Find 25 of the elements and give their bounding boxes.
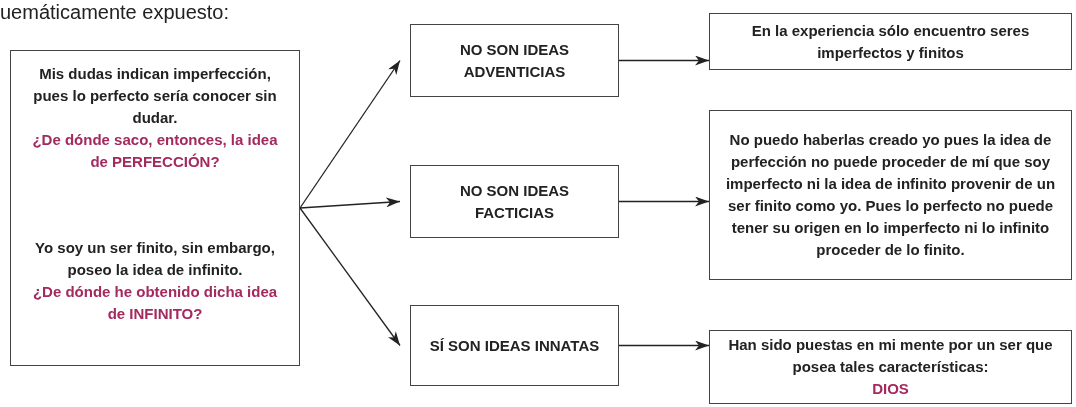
box-text: SÍ SON IDEAS INNATAS	[429, 335, 600, 356]
box-text: No puedo haberlas creado yo pues la idea de perfección no puede proceder de mí que soy imperfecto ni la idea de infinito provenir de un ser finito como yo. Pues lo perfecto no puede tener su origen en lo imperfecto ni lo infinito proceder de lo finito.	[724, 130, 1057, 260]
question-text: ¿De dónde saco, entonces, la idea de PERFECCIÓN?	[31, 130, 279, 172]
text-box	[410, 305, 619, 386]
arrow	[299, 59, 401, 209]
text-box	[709, 330, 1072, 404]
intro-text: uemáticamente expuesto:	[0, 0, 230, 24]
text-box	[709, 13, 1072, 70]
question-text: ¿De dónde he obtenido dicha idea de INFINITO?	[31, 282, 279, 324]
box-text: En la experiencia sólo encuentro seres imperfectos y finitos	[750, 20, 1031, 63]
box-text: DIOS	[872, 379, 909, 399]
arrow	[618, 340, 710, 351]
text-box	[410, 165, 619, 238]
text-box	[10, 50, 300, 366]
box-text: Yo soy un ser finito, sin embargo, poseo la idea de infinito.	[34, 238, 276, 280]
box-text: Mis dudas indican imperfección, pues lo perfecto sería conocer sin dudar.	[32, 64, 278, 128]
arrow	[618, 55, 710, 66]
box-text: NO SON IDEAS ADVENTICIAS	[458, 39, 571, 82]
box-text: Han sido puestas en mi mente por un ser que posea tales características:	[727, 335, 1054, 377]
arrow	[299, 197, 401, 209]
text-box	[709, 110, 1072, 280]
box-text: NO SON IDEAS FACTICIAS	[458, 180, 571, 223]
arrow	[299, 207, 401, 347]
arrow	[618, 196, 710, 207]
text-box	[410, 24, 619, 97]
